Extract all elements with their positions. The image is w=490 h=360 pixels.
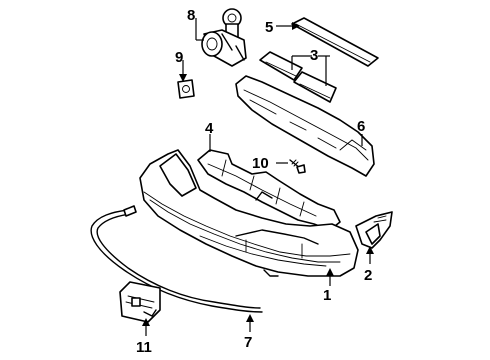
part-9-nut <box>177 60 195 99</box>
part-5-strip <box>276 17 379 67</box>
callout-9: 9 <box>175 49 183 66</box>
part-3-pads <box>259 51 337 103</box>
part-10-screw <box>276 159 306 174</box>
callout-6: 6 <box>357 118 365 135</box>
callout-5: 5 <box>265 19 273 36</box>
callout-2: 2 <box>364 267 372 284</box>
callout-7: 7 <box>244 334 252 351</box>
callout-8: 8 <box>187 7 195 24</box>
callout-3: 3 <box>310 47 318 64</box>
callout-4: 4 <box>205 120 214 137</box>
callout-10: 10 <box>252 155 269 172</box>
part-8-bracket <box>195 8 247 67</box>
part-1-bumper-cover <box>139 149 359 286</box>
callout-1: 1 <box>323 287 331 304</box>
part-7-molding <box>90 205 263 332</box>
part-2-end-cap <box>355 211 393 264</box>
part-4-impact-bar <box>197 134 341 231</box>
callout-11: 11 <box>136 339 152 356</box>
part-11-plate-bracket <box>119 281 161 336</box>
part-6-absorber <box>235 75 375 177</box>
